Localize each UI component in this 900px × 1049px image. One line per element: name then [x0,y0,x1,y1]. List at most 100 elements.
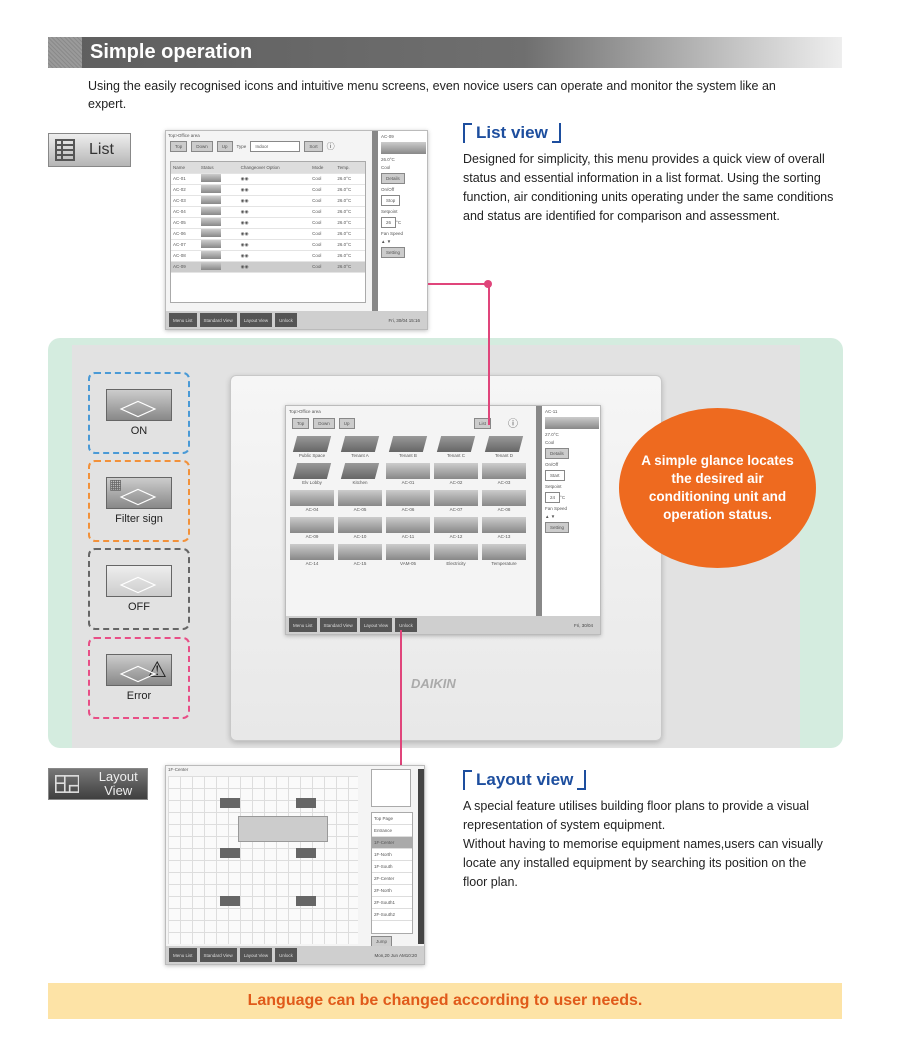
unit-tile[interactable]: AC-09 [290,517,334,539]
unit-tile[interactable]: Electricity [434,544,478,566]
details-button[interactable]: Details [381,173,405,184]
details-button[interactable]: Details [545,448,569,459]
list-button[interactable]: List [474,418,492,429]
unit-tile[interactable]: AC-05 [338,490,382,512]
floor-plan[interactable] [168,776,358,944]
unit-tile[interactable]: Temperature [482,544,526,566]
unit-tile-label: AC-03 [497,480,511,485]
unit-tile[interactable]: AC-03 [482,463,526,485]
unit-tile[interactable]: Tenant D [482,436,526,458]
floor-list-item[interactable]: 2F-South2 [372,909,412,921]
unit-marker[interactable] [220,896,240,906]
unit-tile[interactable]: AC-04 [290,490,334,512]
unit-tile[interactable]: VAM-05 [386,544,430,566]
unit-marker[interactable] [296,848,316,858]
floor-list-item[interactable]: 1F-South [372,861,412,873]
unit-tile[interactable]: AC-12 [434,517,478,539]
floor-list-item[interactable]: 2F-Center [372,873,412,885]
menu-list-button[interactable]: Menu List [169,313,197,327]
zoom-slider[interactable] [418,769,424,944]
unit-tile[interactable]: AC-01 [386,463,430,485]
column-header[interactable]: Temp. [335,162,365,174]
layout-view-button[interactable]: Layout View [359,618,393,632]
layout-icon [55,775,80,793]
unit-tile[interactable]: AC-06 [386,490,430,512]
info-icon[interactable]: ⓘ [326,142,335,151]
floor-list-item[interactable]: Top Page [372,813,412,825]
setting-button[interactable]: Setting [381,247,406,258]
list-view-button[interactable]: List [48,133,131,167]
info-icon[interactable]: ⓘ [508,419,518,430]
floor-list-item[interactable]: 2F-South1 [372,897,412,909]
onoff-select[interactable]: Stop [381,195,401,206]
standard-view-button[interactable]: Standard View [199,948,237,962]
fan-speed-control[interactable]: ▲ ▼ [381,239,392,244]
down-button[interactable]: Down [313,418,335,429]
top-button[interactable]: Top [170,141,188,152]
unit-marker[interactable] [220,798,240,808]
down-button[interactable]: Down [191,141,213,152]
layout-view-button[interactable]: Layout View [239,313,273,327]
unit-tile[interactable]: Public Space [290,436,334,458]
sort-button[interactable]: Sort [304,141,323,152]
unit-temp: 26.0°C [335,184,365,196]
unit-tile[interactable]: Tenant B [386,436,430,458]
menu-list-button[interactable]: Menu List [169,948,197,962]
standard-view-button[interactable]: Standard View [199,313,237,327]
unit-tile-label: AC-07 [449,507,463,512]
floor-list-item[interactable]: Entrance [372,825,412,837]
fan-speed-label: Fan Speed [381,231,404,236]
unlock-button[interactable]: Unlock [275,313,297,327]
unit-tile[interactable]: AC-10 [338,517,382,539]
floor-minimap[interactable] [371,769,411,807]
unit-marker[interactable] [220,848,240,858]
unlock-button[interactable]: Unlock [395,618,417,632]
fan-speed-control[interactable]: ▲ ▼ [545,514,556,519]
unit-tile[interactable]: AC-11 [386,517,430,539]
unit-tile[interactable]: AC-08 [482,490,526,512]
column-header[interactable]: Mode [310,162,336,174]
unit-tile[interactable]: AC-02 [434,463,478,485]
unit-status-icon [200,251,221,259]
unit-tile[interactable]: AC-14 [290,544,334,566]
layout-view-button[interactable]: Layout View [48,768,148,800]
layout-view-button[interactable]: Layout View [239,948,273,962]
unit-tile[interactable]: AC-13 [482,517,526,539]
unit-tile[interactable]: Tenant A [338,436,382,458]
unit-tile[interactable]: AC-07 [434,490,478,512]
unit-marker[interactable] [296,798,316,808]
floor-list-item[interactable]: 1F-Center [372,837,412,849]
onoff-select[interactable]: Start [545,470,565,481]
unit-tile[interactable]: Elv Lobby [290,463,334,485]
column-header[interactable]: Name [171,162,199,174]
column-header[interactable]: Changeover Option [238,162,311,174]
unit-tile[interactable]: AC-15 [338,544,382,566]
up-button[interactable]: Up [338,418,355,429]
setpoint-stepper[interactable]: 24 [545,492,561,503]
unit-tile-icon [388,436,428,452]
menu-list-button[interactable]: Menu List [289,618,317,632]
unit-marker[interactable] [296,896,316,906]
unit-name: AC-02 [171,184,199,196]
setpoint-stepper[interactable]: 26 [381,217,397,228]
column-header[interactable]: Status [198,162,239,174]
unlock-button[interactable]: Unlock [275,948,297,962]
unit-tile[interactable]: Tenant C [434,436,478,458]
standard-view-button[interactable]: Standard View [319,618,357,632]
top-button[interactable]: Top [292,418,310,429]
type-select[interactable]: Indoor [250,141,301,152]
floor-list-item[interactable]: 2F-North [372,885,412,897]
unit-tile[interactable]: Kitchen [338,463,382,485]
floor-list-item[interactable]: 1F-North [372,849,412,861]
setting-button[interactable]: Setting [545,522,570,533]
up-button[interactable]: Up [216,141,233,152]
